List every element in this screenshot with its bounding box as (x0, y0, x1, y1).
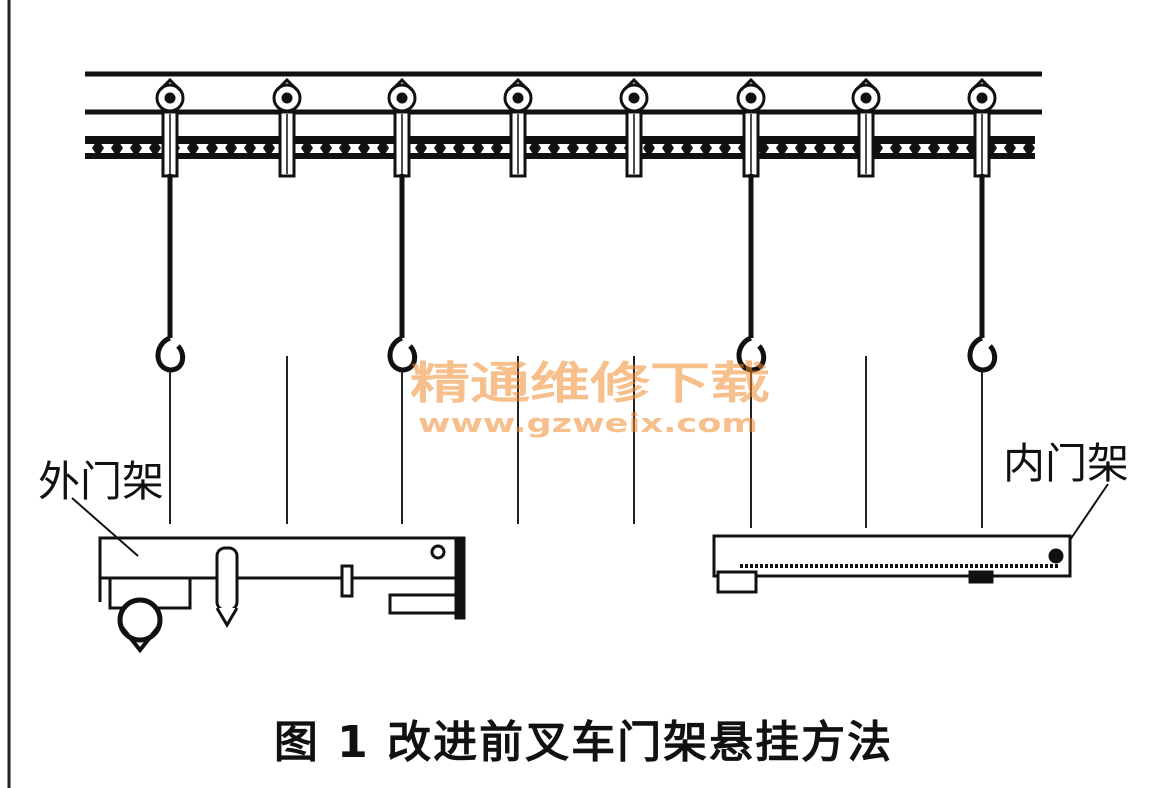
chain-link (1023, 139, 1035, 157)
chain-link (928, 139, 940, 157)
chain-link (339, 139, 351, 157)
chain-link (472, 139, 484, 157)
trolley (387, 77, 417, 178)
chain-link (662, 139, 674, 157)
trolley (272, 77, 302, 178)
inner-mast-label: 内门架 (1003, 439, 1129, 488)
watermark-url: www.gzweix.com (418, 409, 758, 439)
hook (736, 174, 767, 373)
chain-link (320, 139, 332, 157)
chain-link (567, 139, 579, 157)
outer-mast-label: 外门架 (38, 457, 164, 506)
chain-link (757, 139, 769, 157)
chain-link (187, 139, 199, 157)
chain-link (149, 139, 161, 157)
chain-link (548, 139, 560, 157)
hook (387, 174, 418, 373)
chain-link (92, 139, 104, 157)
chain-link (434, 139, 446, 157)
figure-caption: 图 1 改进前叉车门架悬挂方法 (273, 717, 894, 768)
chain-link (719, 139, 731, 157)
chain-link (415, 139, 427, 157)
chain-link (909, 139, 921, 157)
trolley (851, 77, 881, 178)
hanging-hooks (155, 174, 998, 373)
inner-mast-leader (1069, 483, 1109, 541)
hanging-lines (169, 356, 983, 528)
trolley (619, 77, 649, 178)
chain-link (206, 139, 218, 157)
chain-link (1004, 139, 1016, 157)
chain-link (833, 139, 845, 157)
chain-link (814, 139, 826, 157)
chain-link (586, 139, 598, 157)
chain-link (244, 139, 256, 157)
outer-mast-part (98, 536, 466, 654)
trolley (736, 77, 766, 178)
inner-mast-part (712, 534, 1072, 594)
chain-link (111, 139, 123, 157)
chain-link (377, 139, 389, 157)
chain-link (700, 139, 712, 157)
chain-link (491, 139, 503, 157)
chain-link (605, 139, 617, 157)
chain-link (263, 139, 275, 157)
chain-link (453, 139, 465, 157)
chain-link (301, 139, 313, 157)
chain-link (681, 139, 693, 157)
chain-link (130, 139, 142, 157)
chain-link (890, 139, 902, 157)
conveyor-trolleys (155, 77, 997, 178)
chain-link (643, 139, 655, 157)
outer-mast-leader (71, 497, 139, 557)
trolley (967, 77, 997, 178)
hook (967, 174, 998, 373)
trolley (503, 77, 533, 178)
chain-link (225, 139, 237, 157)
chain-link (795, 139, 807, 157)
chain-link (529, 139, 541, 157)
watermark-title: 精通维修下载 (410, 358, 770, 409)
chain-link (358, 139, 370, 157)
chain-link (776, 139, 788, 157)
hook (155, 174, 186, 373)
chain-link (947, 139, 959, 157)
trolley (155, 77, 185, 178)
